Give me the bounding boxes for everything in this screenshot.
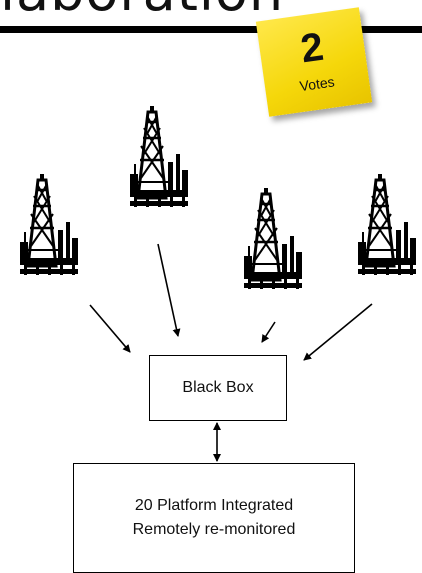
platform-label-line2: Remotely re-monitored — [132, 521, 296, 538]
sticky-note: 2 Votes — [255, 7, 373, 117]
oil-rig-icon — [128, 104, 190, 209]
arrow-rig4-to-blackbox — [303, 303, 373, 361]
black-box-node: Black Box — [149, 355, 287, 421]
slide-title: laboration — [0, 0, 380, 22]
black-box-label: Black Box — [182, 379, 254, 396]
title-underline — [0, 26, 422, 33]
platform-node: 20 Platform Integrated Remotely re-monit… — [73, 463, 355, 573]
oil-rig-icon — [242, 186, 304, 291]
platform-label-line1: 20 Platform Integrated — [134, 497, 294, 514]
oil-rig-icon — [356, 172, 418, 277]
arrow-rig2-to-blackbox — [157, 243, 181, 337]
vote-count: 2 — [297, 24, 327, 72]
arrow-rig3-to-blackbox — [261, 321, 276, 343]
oil-rig-icon — [18, 172, 80, 277]
arrow-rig1-to-blackbox — [89, 304, 131, 353]
